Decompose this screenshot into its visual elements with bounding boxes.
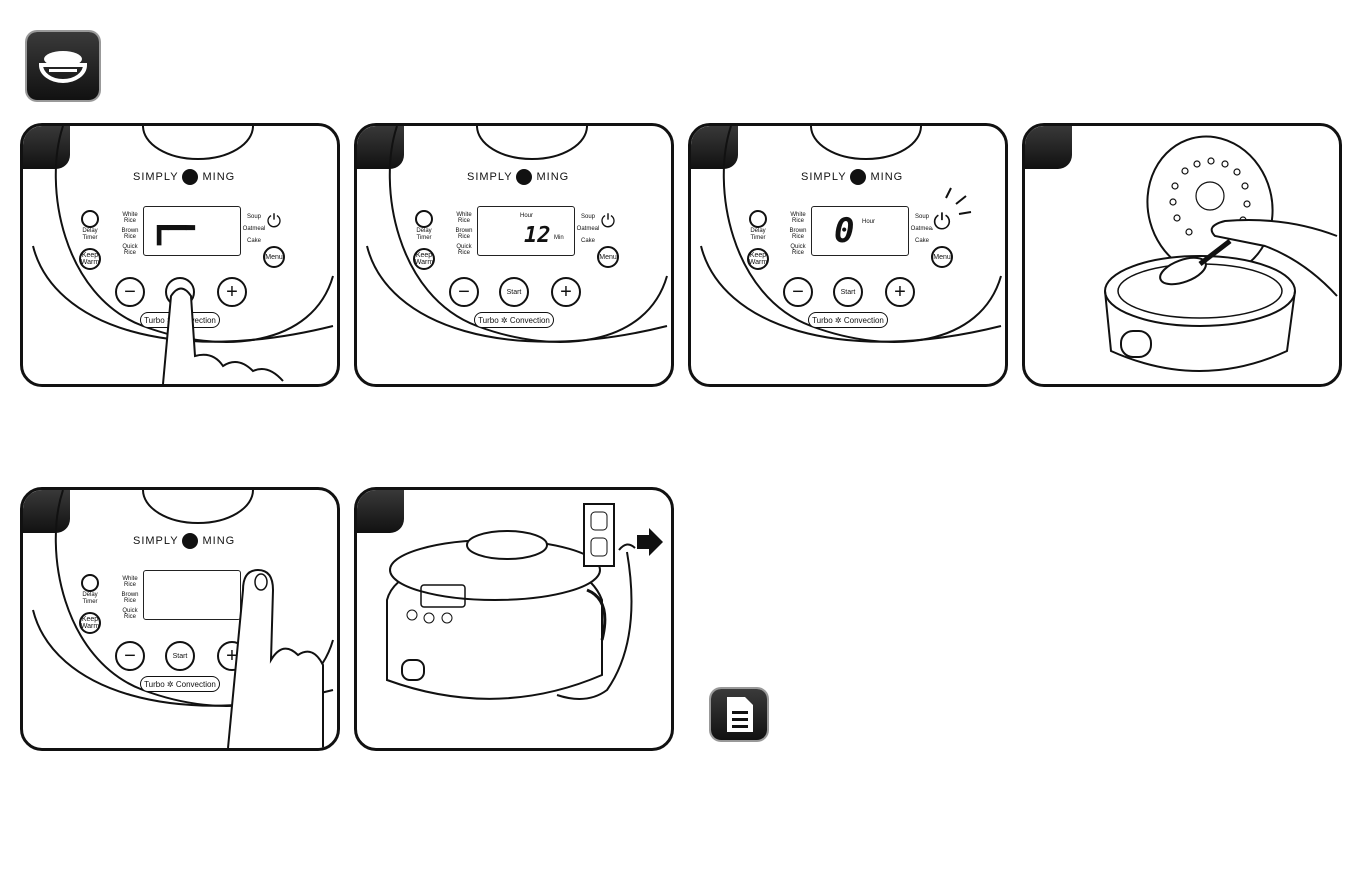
keep-warm-button[interactable]: Keep Warm [413,248,435,270]
step-tab-3 [691,126,738,169]
delay-timer-icon: Delay Timer [77,574,103,606]
brand-left: SIMPLY [133,170,179,183]
minutes-value: 12 [524,223,551,248]
keep-warm-button[interactable]: Keep Warm [747,248,769,270]
plus-button[interactable]: + [217,277,247,307]
brand-logo: SIMPLY MING [133,169,235,185]
note-graphic [727,697,753,732]
finger-illustration [227,568,324,748]
rice-bowl-graphic [38,51,88,83]
finger-illustration [162,287,284,384]
power-icon[interactable]: ⏻ [264,211,284,231]
menu-button[interactable]: Menu [263,246,285,268]
step-tab-4 [1025,126,1072,169]
brand-logo: SIMPLY MING [133,533,235,549]
start-button[interactable]: Start [165,641,195,671]
lcd-display [143,570,241,620]
lcd-display: ┏━╸ [143,206,241,256]
minus-button[interactable]: − [115,277,145,307]
unplug-illustration [386,503,663,700]
rice-bowl-icon [27,32,99,100]
hour-label: Hour [862,219,876,225]
min-label: Min [554,235,564,241]
turbo-convection-button[interactable]: Turbo ✲ Convection [474,312,554,328]
keep-warm-button[interactable]: Keep Warm [79,612,101,634]
step-tab-6 [357,490,404,533]
step-panel-4 [1022,123,1342,387]
minus-button[interactable]: − [449,277,479,307]
brand-logo: SIMPLY MING [467,169,569,185]
power-icon[interactable]: ⏻ [598,211,618,231]
start-button[interactable]: Start [499,277,529,307]
hour-label: Hour [520,213,534,219]
keep-warm-button[interactable]: Keep Warm [79,248,101,270]
start-button[interactable]: Start [833,277,863,307]
lcd-segments: ┏━╸ [150,211,205,246]
plus-button[interactable]: + [551,277,581,307]
zero-value: 0 [834,211,855,251]
note-icon [711,689,767,740]
delay-timer-icon: Delay Timer [745,210,771,242]
step-tab-2 [357,126,404,169]
step-tab-5 [23,490,70,533]
minus-button[interactable]: − [115,641,145,671]
delay-timer-label: Delay Timer [82,228,98,241]
lcd-display: Hour 12 Min [477,206,575,256]
minus-button[interactable]: − [783,277,813,307]
step-tab-1 [23,126,70,169]
turbo-convection-button[interactable]: Turbo ✲ Convection [808,312,888,328]
open-cooker-illustration [1104,135,1338,372]
delay-timer-icon: Delay Timer [77,210,103,242]
delay-timer-icon: Delay Timer [411,210,437,242]
lcd-display: 0 Hour [811,206,909,256]
plus-button[interactable]: + [885,277,915,307]
brand-right: MING [202,170,236,183]
step-panel-6 [354,487,674,751]
menu-button[interactable]: Menu [597,246,619,268]
power-icon[interactable]: ⏻ [930,209,954,233]
brand-logo: SIMPLY MING [801,169,903,185]
turbo-convection-button[interactable]: Turbo ✲ Convection [140,676,220,692]
menu-button[interactable]: Menu [931,246,953,268]
